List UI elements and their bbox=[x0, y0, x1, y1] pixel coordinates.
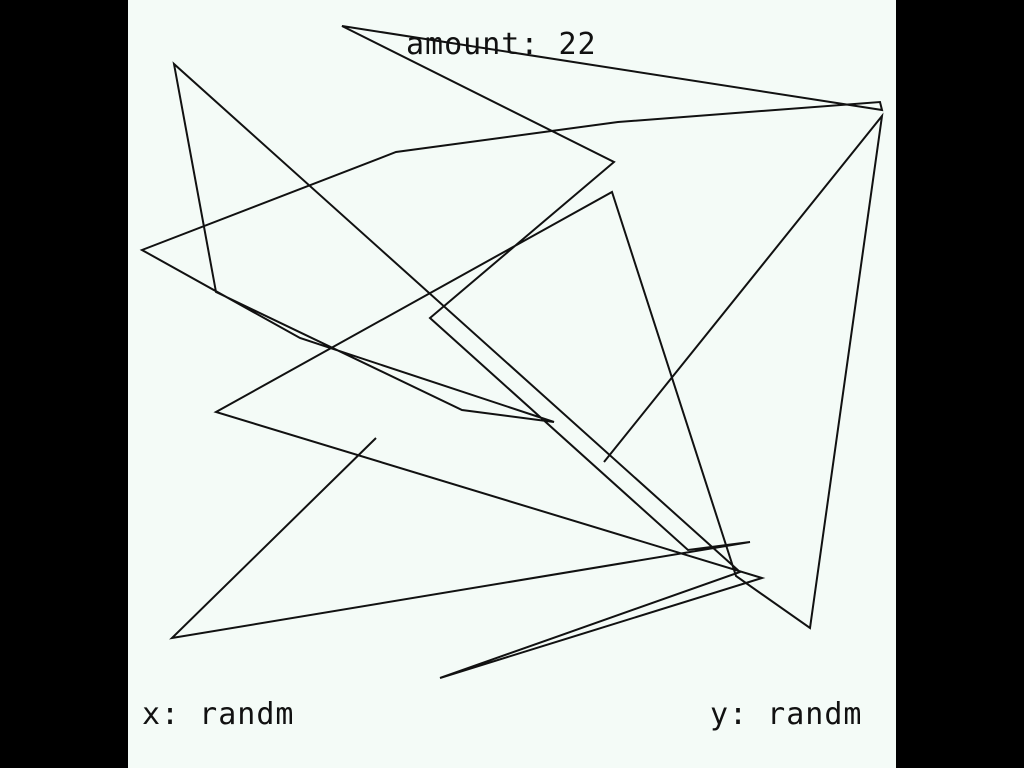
random-polyline bbox=[139, 25, 884, 679]
y-mode-label: y: randm bbox=[710, 697, 863, 732]
random-lines-drawing bbox=[139, 25, 884, 679]
x-mode-label: x: randm bbox=[142, 697, 295, 732]
drawing-canvas[interactable]: amount: 22 x: randm y: randm bbox=[128, 0, 896, 768]
amount-counter: amount: 22 bbox=[406, 27, 597, 62]
